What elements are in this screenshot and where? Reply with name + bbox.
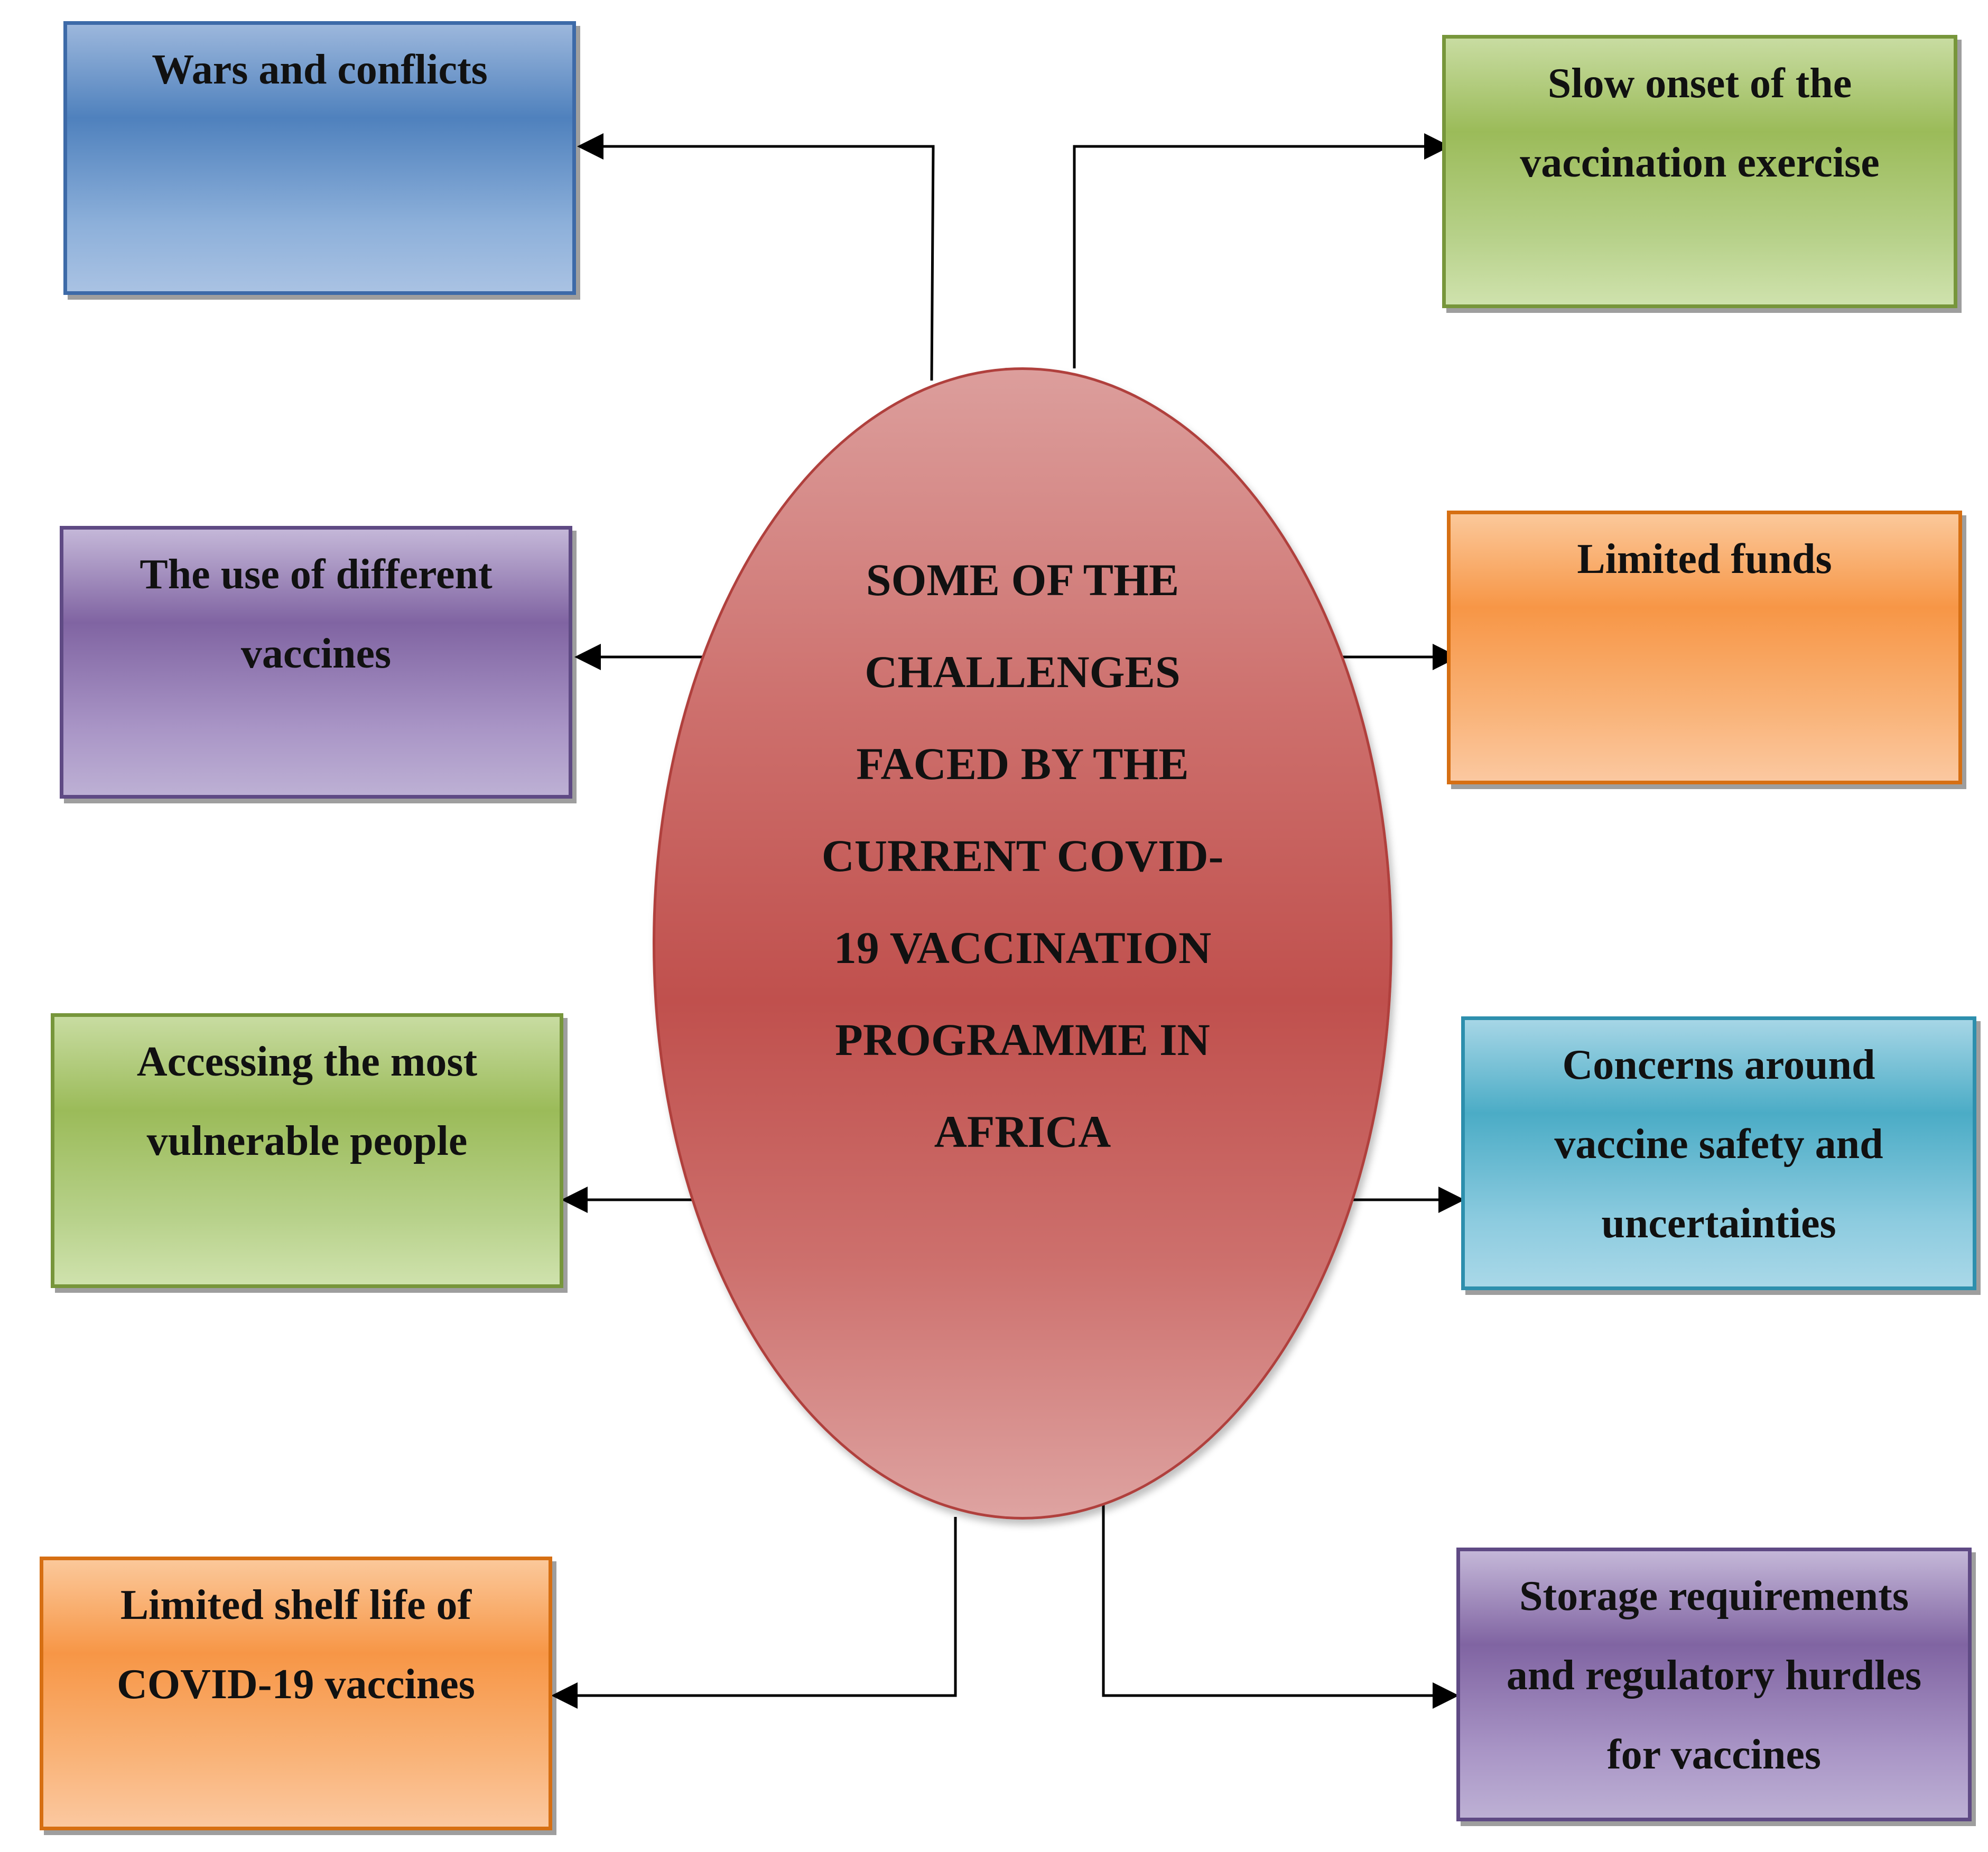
arrow-to-shelf-life [551,1517,957,1709]
box-limited-funds: Limited funds [1447,511,1962,784]
box-different-vaccines: The use of different vaccines [60,526,572,799]
box-wars-and-conflicts: Wars and conflicts [63,21,576,295]
box-shelf-life-label: Limited shelf life of COVID-19 vaccines [117,1582,475,1708]
arrow-to-wars-and-conflicts [577,133,935,381]
box-shelf-life: Limited shelf life of COVID-19 vaccines [40,1557,552,1830]
central-topic-title: SOME OF THE CHALLENGES FACED BY THE CURR… [821,554,1224,1157]
central-topic-ellipse [653,367,1392,1520]
box-limited-funds-label: Limited funds [1577,536,1832,582]
box-safety-concerns: Concerns around vaccine safety and uncer… [1461,1016,1976,1290]
box-vulnerable-people-label: Accessing the most vulnerable people [136,1039,478,1164]
box-slow-onset: Slow onset of the vaccination exercise [1442,35,1957,308]
box-different-vaccines-label: The use of different vaccines [140,551,493,677]
box-safety-concerns-label: Concerns around vaccine safety and uncer… [1554,1042,1883,1247]
box-storage-regulatory: Storage requirements and regulatory hurd… [1456,1548,1972,1821]
arrow-to-storage-regulatory [1102,1504,1459,1709]
box-wars-and-conflicts-label: Wars and conflicts [152,47,488,93]
arrow-to-slow-onset [1073,133,1451,368]
box-vulnerable-people: Accessing the most vulnerable people [51,1013,563,1288]
box-slow-onset-label: Slow onset of the vaccination exercise [1520,60,1880,186]
box-storage-regulatory-label: Storage requirements and regulatory hurd… [1506,1573,1922,1778]
